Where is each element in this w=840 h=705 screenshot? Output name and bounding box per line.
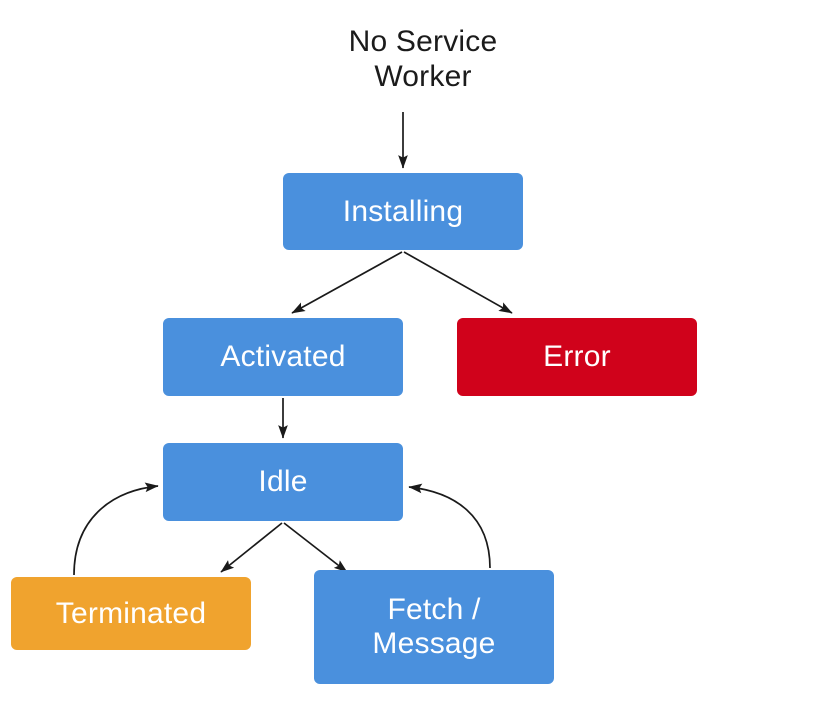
node-activated[interactable]: Activated [163,318,403,396]
node-terminated[interactable]: Terminated [11,577,251,650]
node-installing-label: Installing [342,194,464,228]
edge-terminated-to-idle [73,482,159,576]
node-activated-label: Activated [220,340,346,374]
node-error-label: Error [543,340,611,374]
edge-idle-to-terminated [220,522,283,573]
node-fetch-message-label: Fetch / Message [372,593,496,660]
node-error[interactable]: Error [457,318,697,396]
diagram-title: No Service Worker [348,25,498,94]
node-idle-label: Idle [258,465,308,499]
node-fetch-message[interactable]: Fetch / Message [314,570,554,684]
node-installing[interactable]: Installing [283,173,523,250]
edge-idle-to-fetch-message [283,522,348,573]
node-idle[interactable]: Idle [163,443,403,521]
node-terminated-label: Terminated [55,596,207,630]
edge-installing-to-activated [291,251,403,314]
edge-installing-to-error [403,251,513,314]
edge-fetch-message-to-idle [408,483,491,569]
